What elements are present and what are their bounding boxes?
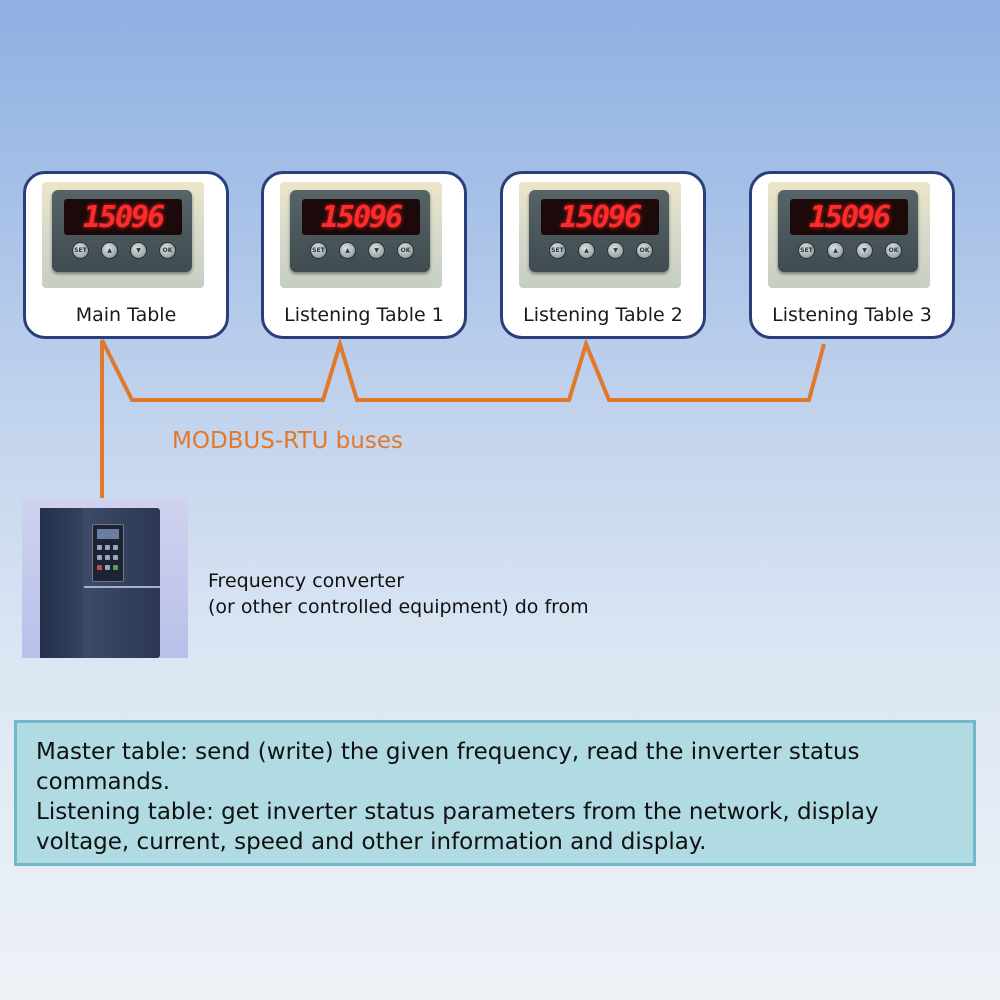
meter-image: 15096 SET ▲ ▼ OK [42,182,204,288]
up-button-icon: ▲ [101,242,118,259]
ok-button-icon: OK [885,242,902,259]
meter-image: 15096 SET ▲ ▼ OK [519,182,681,288]
converter-line-1: Frequency converter [208,570,405,592]
set-button-icon: SET [798,242,815,259]
converter-keypad-icon [92,524,124,582]
down-button-icon: ▼ [856,242,873,259]
down-button-icon: ▼ [368,242,385,259]
down-button-icon: ▼ [607,242,624,259]
listening-table-2-card: 15096 SET ▲ ▼ OK Listening Table 2 [500,171,706,339]
up-button-icon: ▲ [827,242,844,259]
meter-display: 15096 [790,199,908,235]
set-button-icon: SET [72,242,89,259]
master-table-description: Master table: send (write) the given fre… [36,739,860,795]
ok-button-icon: OK [636,242,653,259]
ok-button-icon: OK [159,242,176,259]
card-label: Listening Table 2 [523,304,683,326]
info-box: Master table: send (write) the given fre… [14,720,976,866]
bus-line [100,337,826,402]
set-button-icon: SET [310,242,327,259]
set-button-icon: SET [549,242,566,259]
up-button-icon: ▲ [339,242,356,259]
listening-table-1-card: 15096 SET ▲ ▼ OK Listening Table 1 [261,171,467,339]
frequency-converter-image [22,498,188,658]
converter-description: Frequency converter (or other controlled… [208,568,589,620]
up-button-icon: ▲ [578,242,595,259]
meter-display: 15096 [64,199,182,235]
bus-label: MODBUS-RTU buses [172,428,403,454]
ok-button-icon: OK [397,242,414,259]
meter-display: 15096 [541,199,659,235]
listening-table-3-card: 15096 SET ▲ ▼ OK Listening Table 3 [749,171,955,339]
converter-line-2: (or other controlled equipment) do from [208,596,589,618]
card-label: Main Table [75,304,177,326]
listening-table-description: Listening table: get inverter status par… [36,799,879,855]
main-table-card: 15096 SET ▲ ▼ OK Main Table [23,171,229,339]
meter-image: 15096 SET ▲ ▼ OK [768,182,930,288]
card-label: Listening Table 1 [284,304,444,326]
meter-image: 15096 SET ▲ ▼ OK [280,182,442,288]
card-label: Listening Table 3 [772,304,932,326]
down-button-icon: ▼ [130,242,147,259]
meter-display: 15096 [302,199,420,235]
